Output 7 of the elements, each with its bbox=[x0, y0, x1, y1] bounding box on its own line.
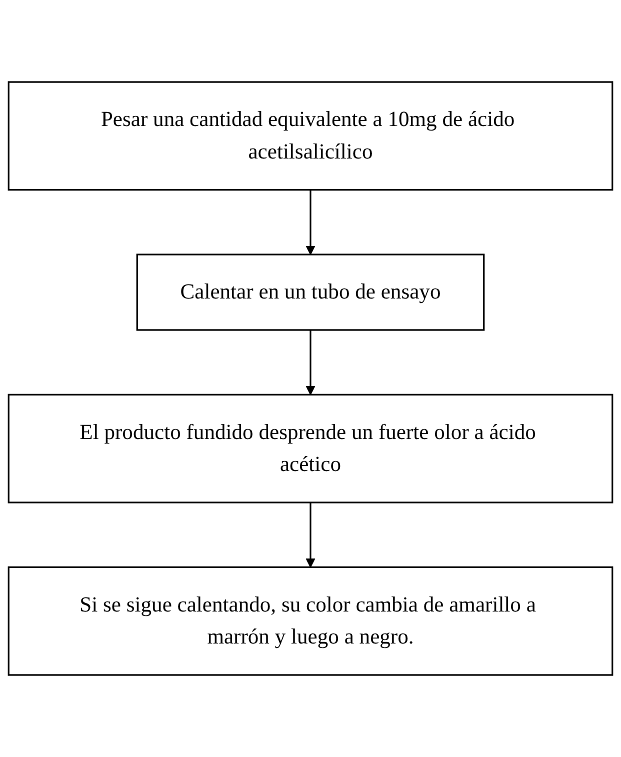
node-box: El producto fundido desprende un fuerte olor a ácido acético bbox=[8, 394, 614, 504]
arrow bbox=[306, 330, 316, 396]
arrow bbox=[306, 190, 316, 255]
node-box: Si se sigue calentando, su color cambia de amarillo a marrón y luego a negro. bbox=[8, 566, 614, 676]
arrow bbox=[306, 502, 316, 568]
node-box: Pesar una cantidad equivalente a 10mg de ácido acetilsalicílico bbox=[8, 81, 614, 191]
node-box: Calentar en un tubo de ensayo bbox=[136, 254, 485, 331]
